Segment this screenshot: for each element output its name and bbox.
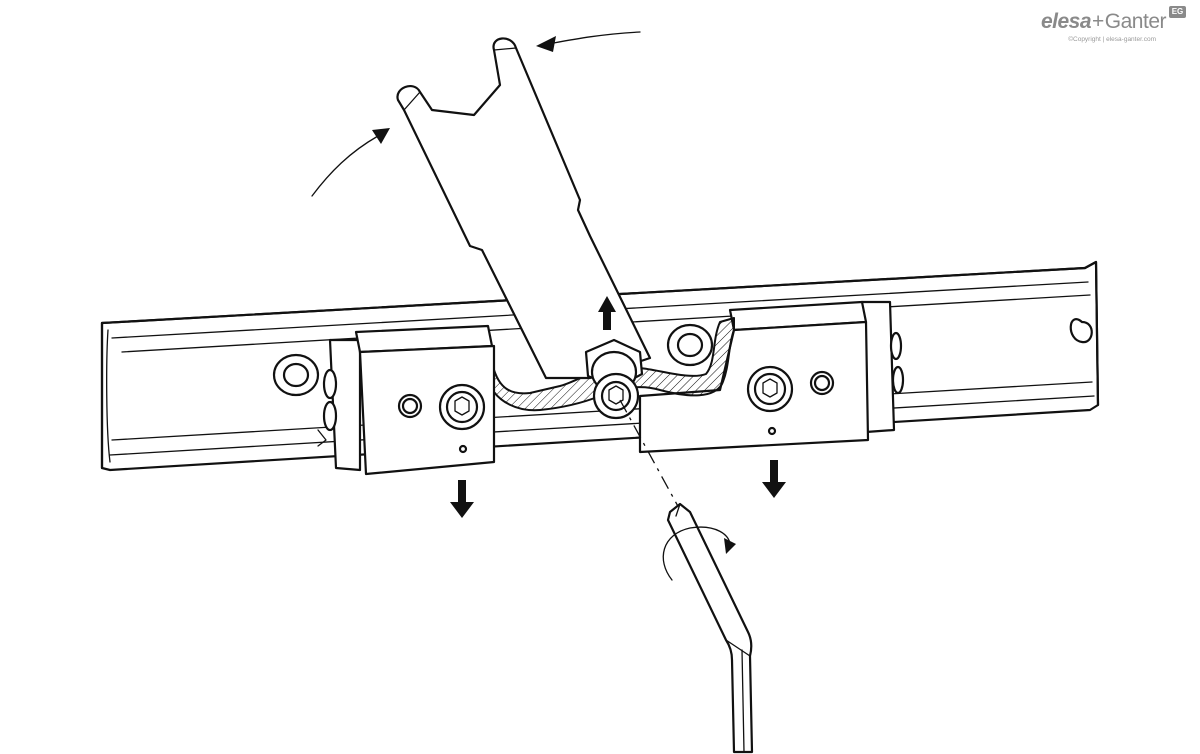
hex-socket-icon <box>762 378 778 398</box>
hex-socket-icon <box>454 396 470 416</box>
arrow-up-icon <box>598 296 616 330</box>
logo-wordmark: elesa+Ganter <box>1040 10 1167 34</box>
hex-socket-icon <box>608 385 624 405</box>
logo-plus: + <box>1092 10 1104 33</box>
slider-carriage-left <box>317 324 496 476</box>
arrow-head-icon <box>372 128 390 144</box>
logo-brand-primary: elesa <box>1040 10 1092 33</box>
arrow-down-icon <box>762 460 786 498</box>
rotate-arrow-left <box>311 135 379 197</box>
direction-arrows <box>450 296 786 518</box>
axis-centerline <box>619 399 681 511</box>
elesa-ganter-logo: elesa+Ganter EG ©Copyright | elesa-gante… <box>1018 6 1188 46</box>
logo-copyright: ©Copyright | elesa-ganter.com <box>1068 36 1156 43</box>
rotate-arrow-top <box>547 31 641 45</box>
rotation-arrows <box>311 31 736 581</box>
rail-end-notch <box>1069 318 1093 344</box>
arrow-head-icon <box>724 538 736 554</box>
slider-carriage-right <box>638 300 905 454</box>
logo-brand-secondary: Ganter <box>1104 10 1167 33</box>
arrow-head-icon <box>536 36 556 52</box>
rotate-arrow-key <box>662 526 731 581</box>
arrow-down-icon <box>450 480 474 518</box>
hex-socket-screw <box>584 338 644 420</box>
logo-badge: EG <box>1169 6 1186 18</box>
hex-key <box>666 502 754 754</box>
